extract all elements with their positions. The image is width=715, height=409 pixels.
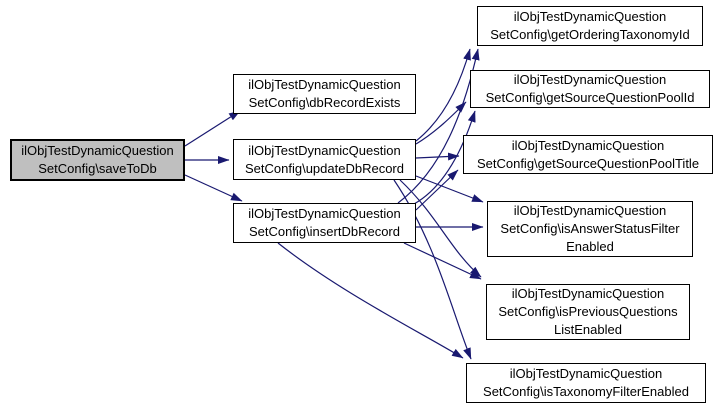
edge-insertDbRecord-isPreviousQuestionsListEnabled <box>403 242 482 280</box>
node-save-to-db: ilObjTestDynamicQuestion SetConfig\saveT… <box>10 139 185 181</box>
edge-insertDbRecord-getSourceQuestionPoolTitle <box>415 169 459 211</box>
node-is-previous-questions-list-enabled[interactable]: ilObjTestDynamicQuestion SetConfig\isPre… <box>486 284 690 340</box>
node-get-source-question-pool-title[interactable]: ilObjTestDynamicQuestion SetConfig\getSo… <box>463 135 713 174</box>
edge-saveToDb-dbRecordExists <box>184 110 241 147</box>
edge-insertDbRecord-isTaxonomyFilterEnabled <box>277 242 464 359</box>
edge-updateDbRecord-getSourceQuestionPoolId <box>415 101 467 145</box>
node-is-answer-status-filter-enabled[interactable]: ilObjTestDynamicQuestion SetConfig\isAns… <box>487 201 693 257</box>
node-is-taxonomy-filter-enabled[interactable]: ilObjTestDynamicQuestion SetConfig\isTax… <box>466 363 706 403</box>
edge-updateDbRecord-getOrderingTaxonomyId <box>415 48 471 142</box>
node-get-ordering-taxonomy-id[interactable]: ilObjTestDynamicQuestion SetConfig\getOr… <box>477 6 703 46</box>
node-get-source-question-pool-id[interactable]: ilObjTestDynamicQuestion SetConfig\getSo… <box>470 70 710 108</box>
node-insert-db-record[interactable]: ilObjTestDynamicQuestion SetConfig\inser… <box>233 203 416 243</box>
node-update-db-record[interactable]: ilObjTestDynamicQuestion SetConfig\updat… <box>233 139 416 180</box>
edge-updateDbRecord-getSourceQuestionPoolTitle <box>415 152 460 161</box>
node-db-record-exists[interactable]: ilObjTestDynamicQuestion SetConfig\dbRec… <box>233 74 416 114</box>
edge-updateDbRecord-isAnswerStatusFilterEnabled <box>415 175 484 203</box>
